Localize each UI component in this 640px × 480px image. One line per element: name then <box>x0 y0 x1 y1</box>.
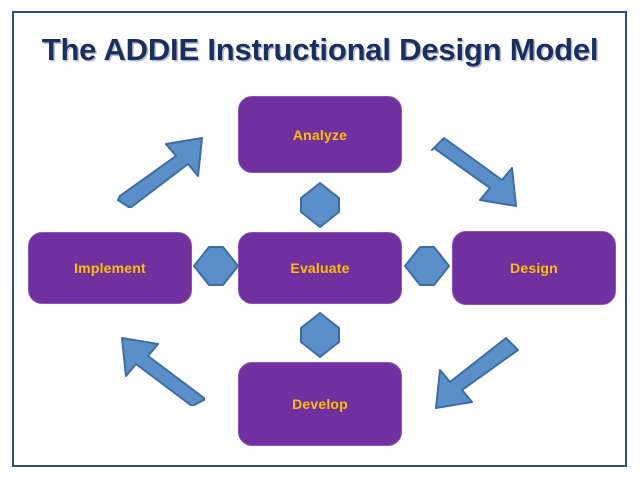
stage-label-evaluate: Evaluate <box>290 260 350 276</box>
stage-box-evaluate[interactable]: Evaluate <box>238 232 402 304</box>
arrow-analyze-to-design <box>431 137 517 207</box>
stage-label-design: Design <box>510 260 558 276</box>
page-title: The ADDIE Instructional Design Model <box>41 32 599 67</box>
stage-box-implement[interactable]: Implement <box>28 232 192 304</box>
connector-evaluate-develop <box>300 312 340 358</box>
connector-evaluate-design <box>404 246 450 286</box>
arrow-develop-to-implement <box>121 337 205 406</box>
stage-label-analyze: Analyze <box>292 126 348 143</box>
connector-evaluate-analyze <box>300 182 340 228</box>
stage-box-design[interactable]: Design <box>452 231 616 305</box>
stage-label-implement: Implement <box>74 260 146 276</box>
connector-evaluate-implement <box>193 246 239 286</box>
stage-box-analyze[interactable]: Analyze <box>238 96 402 173</box>
stage-box-develop[interactable]: Develop <box>238 362 402 446</box>
arrow-implement-to-analyze <box>117 137 203 208</box>
stage-label-develop: Develop <box>292 396 348 412</box>
arrow-design-to-develop <box>435 337 519 409</box>
